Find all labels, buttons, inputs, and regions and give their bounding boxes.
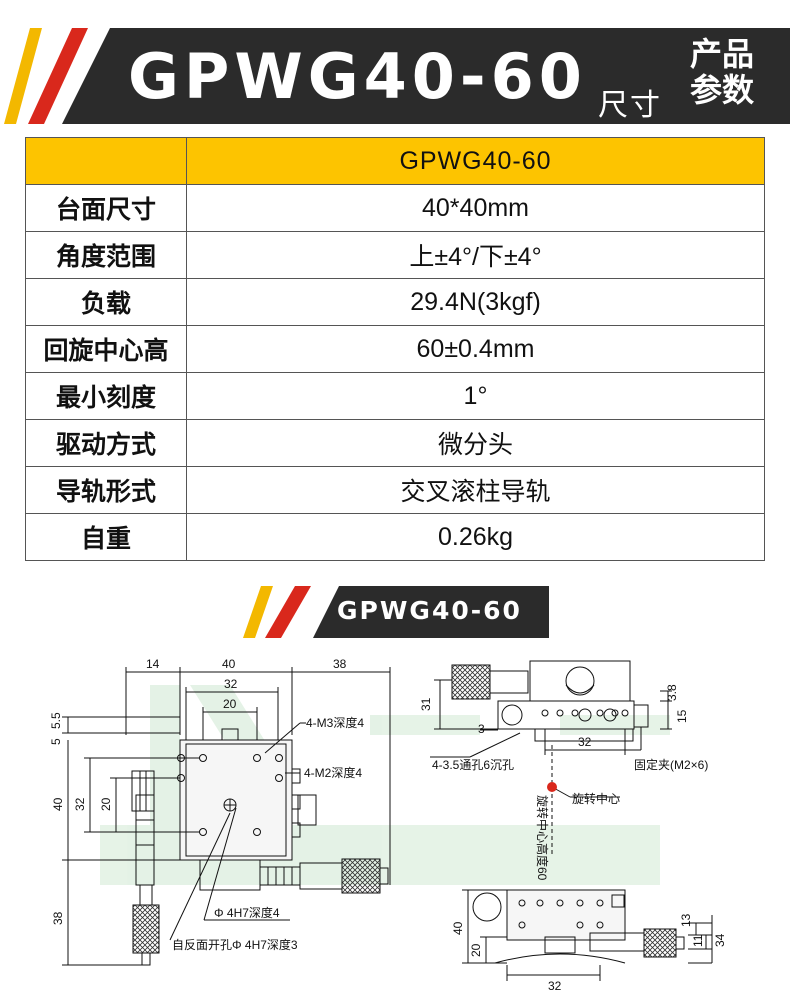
spec-value: 60±0.4mm (186, 325, 765, 373)
spec-label: 最小刻度 (25, 372, 187, 420)
spec-label: 自重 (25, 513, 187, 561)
spec-label: 角度范围 (25, 231, 187, 279)
spec-value: 1° (186, 372, 765, 420)
note-m3-holes: 4-M3深度4 (306, 715, 364, 730)
dim-bottom-40: 40 (451, 921, 465, 935)
dim-front-left-20: 20 (99, 797, 113, 811)
dim-bottom-13: 13 (679, 913, 693, 927)
note-m2-holes: 4-M2深度4 (304, 765, 362, 780)
section-title: GPWG40-60 (337, 596, 522, 625)
section-tag-background (313, 586, 549, 638)
bottom-view (462, 889, 713, 981)
dim-front-left-40: 40 (51, 797, 65, 811)
dimension-drawing: 14 40 38 32 20 5.5 5 40 32 20 38 4-M3深度4… (49, 657, 727, 993)
yellow-stripe-decoration (243, 586, 273, 638)
dim-side-15: 15 (675, 709, 689, 723)
spec-table: GPWG40-60 台面尺寸 40*40mm 角度范围 上±4°/下±4° 负载… (25, 137, 765, 561)
table-row: 负载 29.4N(3kgf) (25, 278, 765, 326)
spec-table-header-row: GPWG40-60 (25, 137, 765, 185)
spec-value: 微分头 (186, 419, 765, 467)
note-side-holes: 4-3.5通孔6沉孔 (432, 758, 514, 772)
dim-front-top-32: 32 (224, 677, 238, 691)
dim-front-left-32: 32 (73, 797, 87, 811)
table-row: 角度范围 上±4°/下±4° (25, 231, 765, 279)
page-title: GPWG40-60 (128, 40, 587, 113)
dim-front-left-38: 38 (51, 911, 65, 925)
note-back-hole: 自反面开孔Φ 4H7深度3 (172, 937, 298, 952)
spec-value: 29.4N(3kgf) (186, 278, 765, 326)
dim-side-31: 31 (419, 697, 433, 711)
note-rotation-center: 旋转中心 (572, 791, 620, 806)
front-view (62, 667, 391, 966)
table-row: 回旋中心高 60±0.4mm (25, 325, 765, 373)
section-tag: GPWG40-60 (243, 586, 553, 638)
dim-front-top-14: 14 (146, 657, 160, 671)
banner-background (62, 28, 790, 124)
header-banner: GPWG40-60 尺寸 产品参数 (0, 28, 790, 124)
rotation-center-marker (547, 782, 557, 792)
dim-bottom-20: 20 (469, 943, 483, 957)
dim-front-left-5: 5 (49, 738, 63, 745)
dim-front-top-40: 40 (222, 657, 236, 671)
note-side-clamp: 固定夹(M2×6) (634, 757, 708, 772)
side-view (430, 660, 672, 855)
red-stripe-decoration (265, 586, 311, 638)
note-phi4-hole: Φ 4H7深度4 (214, 905, 280, 920)
dim-front-top-20: 20 (223, 697, 237, 711)
dim-bottom-34: 34 (713, 933, 727, 947)
dim-bottom-11: 11 (691, 934, 705, 947)
dim-front-left-5-5: 5.5 (49, 712, 63, 729)
spec-label: 回旋中心高 (25, 325, 187, 373)
table-row: 驱动方式 微分头 (25, 419, 765, 467)
spec-label: 驱动方式 (25, 419, 187, 467)
dim-side-3-8: 3.8 (665, 684, 679, 701)
spec-value: 上±4°/下±4° (186, 231, 765, 279)
spec-header-model: GPWG40-60 (186, 137, 765, 185)
dim-front-top-38: 38 (333, 657, 347, 671)
note-rotation-height-value: 60 (535, 867, 549, 881)
spec-label: 台面尺寸 (25, 184, 187, 232)
spec-label: 导轨形式 (25, 466, 187, 514)
table-row: 导轨形式 交叉滚柱导轨 (25, 466, 765, 514)
spec-label: 负载 (25, 278, 187, 326)
dim-side-32: 32 (578, 735, 592, 749)
spec-value: 交叉滚柱导轨 (186, 466, 765, 514)
dim-side-3: 3 (478, 722, 485, 736)
table-row: 台面尺寸 40*40mm (25, 184, 765, 232)
dim-bottom-32: 32 (548, 979, 562, 993)
spec-header-empty-cell (25, 137, 187, 185)
table-row: 最小刻度 1° (25, 372, 765, 420)
table-row: 自重 0.26kg (25, 513, 765, 561)
banner-sub-label-size: 尺寸 (598, 89, 662, 122)
spec-value: 40*40mm (186, 184, 765, 232)
banner-sub-label-params: 产品参数 (690, 36, 755, 108)
note-rotation-height: 旋转中心高度 (535, 795, 550, 867)
spec-value: 0.26kg (186, 513, 765, 561)
